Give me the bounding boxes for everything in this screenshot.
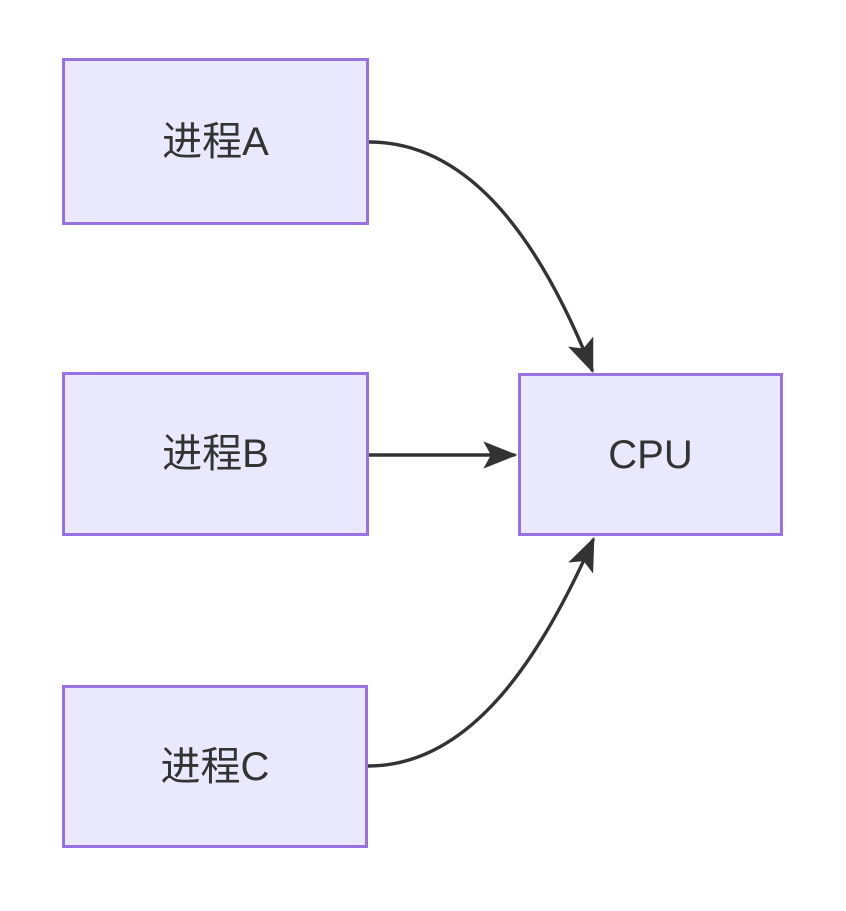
node-cpu[interactable]: CPU bbox=[518, 373, 783, 536]
node-process-c-label: 进程C bbox=[160, 744, 270, 789]
node-cpu-label: CPU bbox=[608, 432, 693, 477]
node-process-a[interactable]: 进程A bbox=[62, 58, 369, 225]
node-process-b[interactable]: 进程B bbox=[62, 372, 369, 536]
node-process-a-label: 进程A bbox=[162, 119, 269, 164]
node-process-c[interactable]: 进程C bbox=[62, 685, 368, 848]
node-process-b-label: 进程B bbox=[162, 432, 269, 476]
edge-process-a-to-cpu bbox=[367, 140, 594, 374]
edge-process-c-to-cpu bbox=[366, 536, 595, 768]
